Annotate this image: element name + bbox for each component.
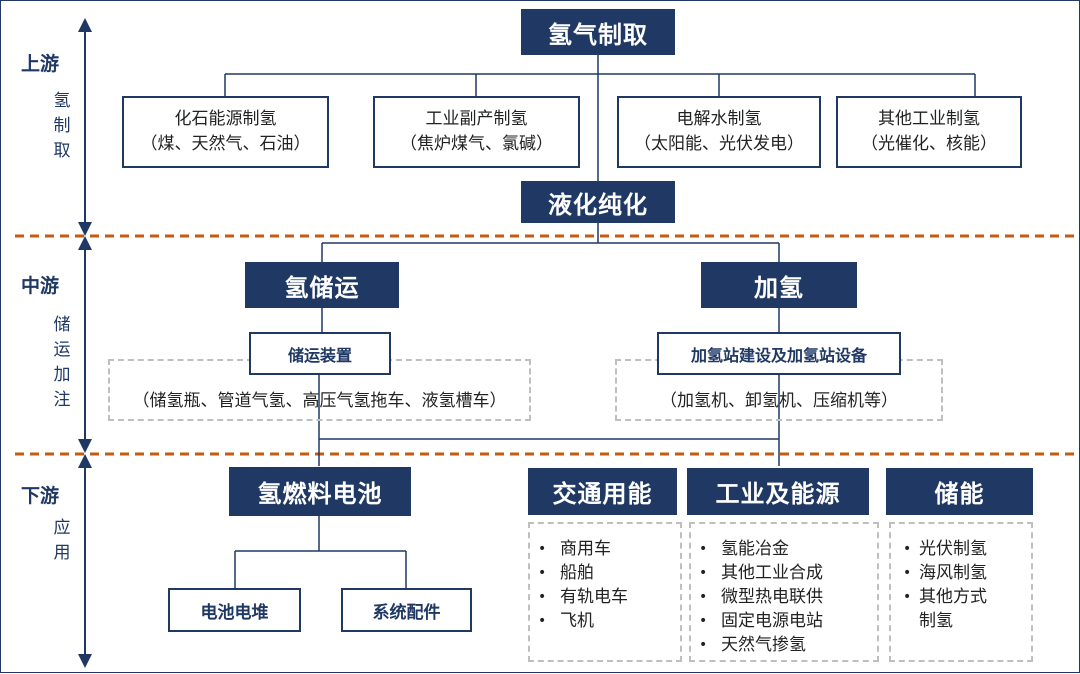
source-fossil: 化石能源制氢 （煤、天然气、石油） bbox=[122, 96, 329, 168]
source-other-name: 其他工业制氢 bbox=[878, 109, 980, 129]
list-item: 光伏制氢 bbox=[903, 537, 1003, 561]
energy-storage-items-list: 光伏制氢 海风制氢 其他方式制氢 bbox=[903, 537, 1003, 633]
list-item: 微型热电联供 bbox=[695, 585, 877, 609]
transport-items-list: 商用车 船舶 有轨电车 飞机 bbox=[534, 537, 680, 633]
source-fossil-name: 化石能源制氢 bbox=[174, 109, 277, 129]
industry-items-list: 氢能冶金 其他工业合成 微型热电联供 固定电源电站 天然气掺氢 bbox=[695, 537, 877, 657]
hydrogen-storage-transport-title: 氢储运 bbox=[245, 262, 399, 308]
hydrogen-refueling-title: 加氢 bbox=[701, 262, 857, 308]
list-item: 飞机 bbox=[534, 609, 680, 633]
source-byproduct-examples: （焦炉煤气、氯碱） bbox=[400, 134, 553, 154]
fuel-cell-stack: 电池电堆 bbox=[168, 588, 301, 632]
fuel-cell-system-parts: 系统配件 bbox=[341, 588, 472, 632]
transport-energy-title: 交通用能 bbox=[528, 468, 677, 515]
fuel-cell-title: 氢燃料电池 bbox=[229, 467, 411, 516]
list-item: 固定电源电站 bbox=[695, 609, 877, 633]
list-item: 其他工业合成 bbox=[695, 561, 877, 585]
source-byproduct-name: 工业副产制氢 bbox=[425, 109, 528, 129]
industry-items-box: 氢能冶金 其他工业合成 微型热电联供 固定电源电站 天然气掺氢 bbox=[689, 522, 879, 662]
transport-items-box: 商用车 船舶 有轨电车 飞机 bbox=[528, 522, 682, 662]
source-electrolysis-examples: （太阳能、光伏发电） bbox=[634, 134, 804, 154]
stage-sub-upstream: 氢制取 bbox=[53, 91, 71, 161]
energy-storage-items-box: 光伏制氢 海风制氢 其他方式制氢 bbox=[889, 522, 1033, 662]
stage-label-upstream: 上游 bbox=[21, 53, 60, 75]
liquefaction-purification: 液化纯化 bbox=[521, 181, 675, 223]
list-item: 天然气掺氢 bbox=[695, 633, 877, 657]
source-fossil-examples: （煤、天然气、石油） bbox=[140, 134, 311, 154]
list-item: 海风制氢 bbox=[903, 561, 1003, 585]
stage-label-midstream: 中游 bbox=[21, 275, 60, 297]
stage-label-downstream: 下游 bbox=[21, 485, 60, 507]
source-other-examples: （光催化、核能） bbox=[861, 134, 997, 154]
stage-sub-midstream: 储运加注 bbox=[53, 315, 71, 410]
source-industrial-byproduct: 工业副产制氢 （焦炉煤气、氯碱） bbox=[373, 96, 580, 168]
hydrogen-production-title: 氢气制取 bbox=[521, 9, 675, 55]
refuel-station-equipment: 加氢站建设及加氢站设备 bbox=[657, 332, 901, 375]
source-other: 其他工业制氢 （光催化、核能） bbox=[836, 96, 1022, 168]
source-electrolysis: 电解水制氢 （太阳能、光伏发电） bbox=[617, 96, 821, 168]
list-item: 氢能冶金 bbox=[695, 537, 877, 561]
storage-device: 储运装置 bbox=[249, 332, 391, 375]
source-electrolysis-name: 电解水制氢 bbox=[676, 109, 762, 129]
list-item: 有轨电车 bbox=[534, 585, 680, 609]
list-item: 船舶 bbox=[534, 561, 680, 585]
energy-storage-title: 储能 bbox=[886, 468, 1033, 515]
stage-sub-downstream: 应用 bbox=[53, 518, 71, 563]
industry-energy-title: 工业及能源 bbox=[687, 468, 869, 515]
list-item: 商用车 bbox=[534, 537, 680, 561]
list-item: 其他方式制氢 bbox=[903, 585, 1003, 633]
